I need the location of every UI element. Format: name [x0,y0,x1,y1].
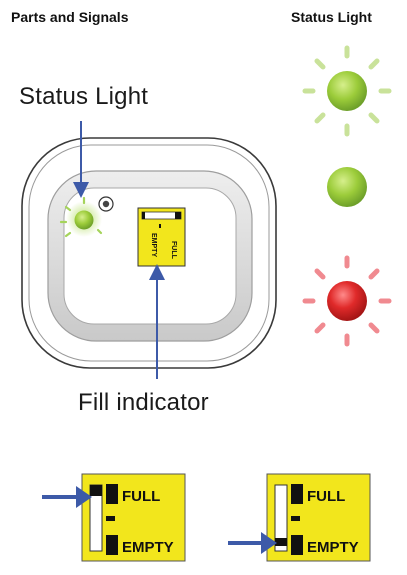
green-flash-rays [302,45,392,137]
indicator-empty-state: FULL EMPTY [228,473,371,562]
status-light-callout: Status Light [19,83,149,110]
red-flash-rays [302,255,392,347]
fill-indicator-callout: Fill indicator [78,389,209,416]
empty-pointer-arrow-head [261,532,277,554]
indicator-full-state: FULL EMPTY [42,473,186,562]
status-light-heading: Status Light [291,9,372,25]
status-green-flashing [302,45,392,137]
empty-mark [291,535,303,555]
device-indicator-full-text: FULL [170,241,177,260]
device-indicator-empty-text: EMPTY [150,233,157,257]
mid-mark [291,516,300,521]
device-fill-indicator: FULL EMPTY [137,207,186,267]
parts-and-signals-heading: Parts and Signals [11,9,129,25]
green-light-flashing [327,71,367,111]
status-red-flashing [302,255,392,347]
red-light-flashing [327,281,367,321]
full-mark [106,484,118,504]
mid-mark [106,516,115,521]
empty-mark [106,535,118,555]
device-sensor [98,196,114,212]
device-status-light [59,196,103,238]
full-pointer-arrow-head [76,486,92,508]
full-indicator-full-label: FULL [122,488,160,505]
full-mark [291,484,303,504]
empty-indicator-empty-label: EMPTY [307,539,359,556]
full-indicator-empty-label: EMPTY [122,539,174,556]
green-light-steady [327,167,367,207]
empty-indicator-full-label: FULL [307,488,345,505]
device-status-light-rays [59,196,103,238]
